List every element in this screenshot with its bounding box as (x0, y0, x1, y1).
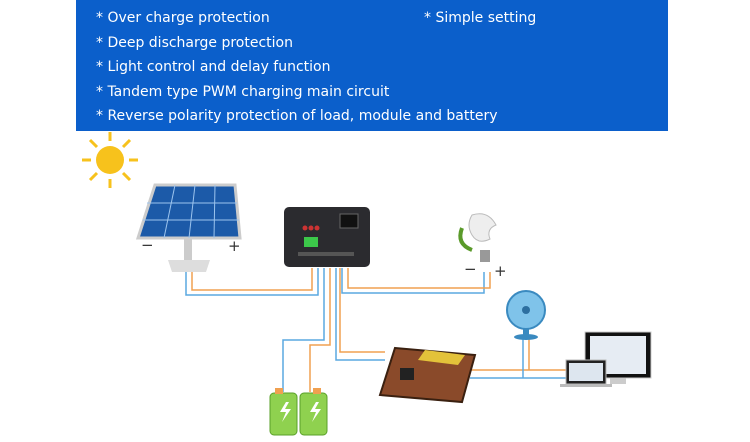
feature-item: * Tandem type PWM charging main circuit (96, 84, 390, 100)
lamp-plus-label: + (494, 262, 507, 280)
light-bulb-load: − + (458, 213, 507, 280)
batteries (269, 388, 328, 436)
feature-item: * Deep discharge protection (96, 35, 293, 51)
panel-plus-label: + (228, 237, 241, 255)
power-inverter (378, 346, 477, 404)
solar-system-diagram: − + − + (82, 132, 652, 436)
feature-item: * Light control and delay function (96, 59, 331, 75)
feature-item: * Over charge protection (96, 10, 270, 26)
features-banner: * Over charge protection * Deep discharg… (76, 0, 668, 131)
computer-loads (560, 331, 652, 387)
lamp-minus-label: − (464, 260, 477, 278)
sun-icon (82, 132, 138, 188)
feature-item-simple-setting: * Simple setting (424, 10, 537, 26)
panel-minus-label: − (141, 236, 154, 254)
fan-load (506, 290, 546, 340)
wiring (185, 268, 570, 392)
feature-item: * Reverse polarity protection of load, m… (96, 108, 498, 124)
solar-panel: − + (135, 183, 242, 272)
charge-controller (284, 207, 370, 267)
